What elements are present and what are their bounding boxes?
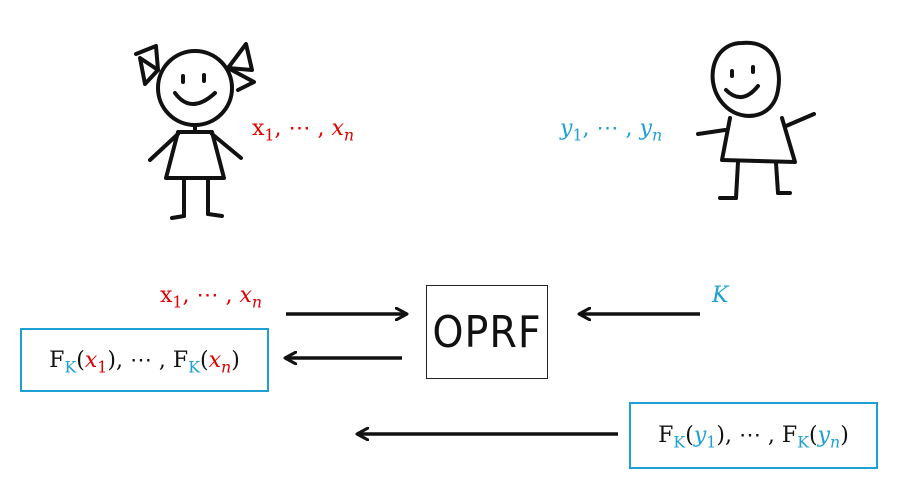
oprf-label: OPRF — [432, 306, 542, 358]
alice-inputs-label: x1, ⋯ , xn — [252, 116, 355, 145]
bob-result-text: FK(y1), ⋯ , FK(yn) — [658, 423, 849, 452]
oprf-box: OPRF — [426, 285, 548, 379]
bob-result-box: FK(y1), ⋯ , FK(yn) — [629, 402, 878, 469]
alice-send-label: x1, ⋯ , xn — [160, 283, 263, 312]
alice-result-text: FK(x1), ⋯ , FK(xn) — [49, 347, 240, 377]
bob-key-label: K — [712, 283, 729, 308]
alice-figure-icon — [128, 30, 268, 225]
bob-inputs-label: y1, ⋯ , yn — [560, 116, 663, 145]
bob-figure-icon — [690, 38, 830, 213]
alice-result-box: FK(x1), ⋯ , FK(xn) — [20, 328, 269, 392]
